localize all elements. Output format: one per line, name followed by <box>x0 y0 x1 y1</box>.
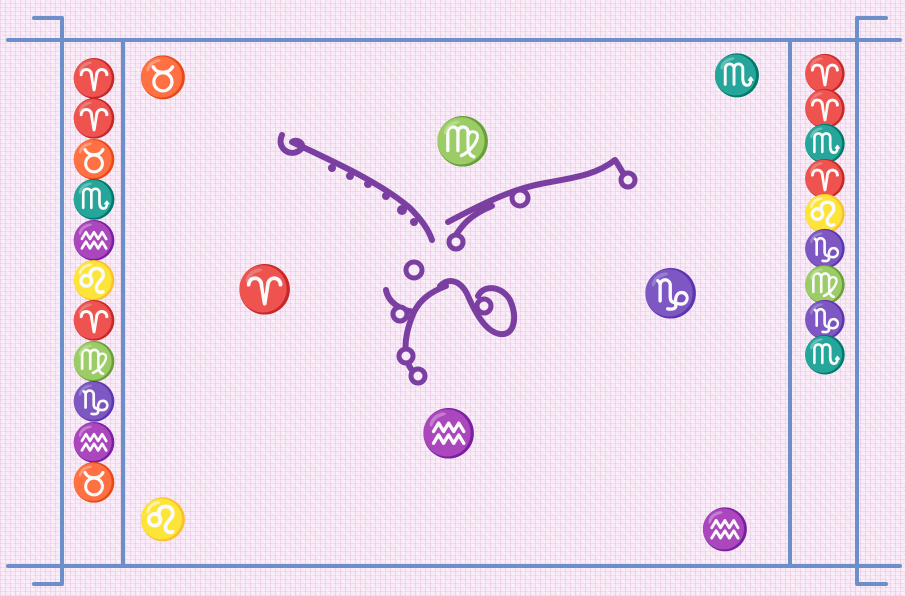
sigil-lower-stroke <box>405 286 446 378</box>
left-column-glyph: ♒ <box>71 424 117 464</box>
right-column-glyph: ♈ <box>803 161 848 196</box>
sigil-ring <box>512 190 528 206</box>
right-column-glyph: ♏ <box>803 337 848 372</box>
sigil-ring <box>449 235 463 249</box>
right-column-glyph: ♍ <box>803 267 848 302</box>
corner-glyph-top-right: ♏ <box>712 56 762 96</box>
sigil-dot <box>346 172 354 180</box>
left-column-glyph: ♈ <box>71 60 117 100</box>
right-column-glyph: ♌ <box>803 196 848 231</box>
right-column-glyph: ♏ <box>803 126 848 161</box>
left-column-glyph: ♏ <box>71 181 117 221</box>
left-column-glyph: ♈ <box>71 100 117 140</box>
left-column-glyph: ♍ <box>71 343 117 383</box>
left-column-glyph: ♒ <box>71 222 117 262</box>
left-glyph-column: ♈ ♈ ♉ ♏ ♒ ♌ ♈ ♍ ♑ ♒ ♉ <box>66 60 122 504</box>
right-column-glyph: ♈ <box>803 56 848 91</box>
sigil-dot <box>410 218 418 226</box>
center-glyph-top: ♍ <box>434 118 491 164</box>
corner-glyph-bottom-left: ♌ <box>138 500 188 540</box>
right-glyph-column: ♈ ♈ ♏ ♈ ♌ ♑ ♍ ♑ ♏ <box>796 56 854 372</box>
right-column-glyph: ♑ <box>803 302 848 337</box>
sigil-left-stroke <box>281 135 432 240</box>
sigil-dot <box>364 180 372 188</box>
sigil-ring <box>399 349 413 363</box>
right-column-glyph: ♈ <box>803 91 848 126</box>
sigil-ring <box>621 173 635 187</box>
sigil-dot <box>328 164 336 172</box>
corner-glyph-top-left: ♉ <box>138 58 188 98</box>
center-glyph-bottom: ♒ <box>420 410 477 456</box>
sigil-ring <box>477 299 491 313</box>
center-glyph-left: ♈ <box>236 266 293 312</box>
sigil-ring <box>406 262 422 278</box>
sigil-ring <box>411 369 425 383</box>
left-column-glyph: ♑ <box>71 383 117 423</box>
sigil-dot <box>382 192 390 200</box>
corner-glyph-bottom-right: ♒ <box>700 510 750 550</box>
left-column-glyph: ♉ <box>71 464 117 504</box>
left-column-glyph: ♉ <box>71 141 117 181</box>
sigil-ring <box>393 307 407 321</box>
sigil-dot <box>397 205 407 215</box>
left-column-glyph: ♈ <box>71 302 117 342</box>
right-column-glyph: ♑ <box>803 231 848 266</box>
left-column-glyph: ♌ <box>71 262 117 302</box>
center-glyph-right: ♑ <box>642 270 699 316</box>
